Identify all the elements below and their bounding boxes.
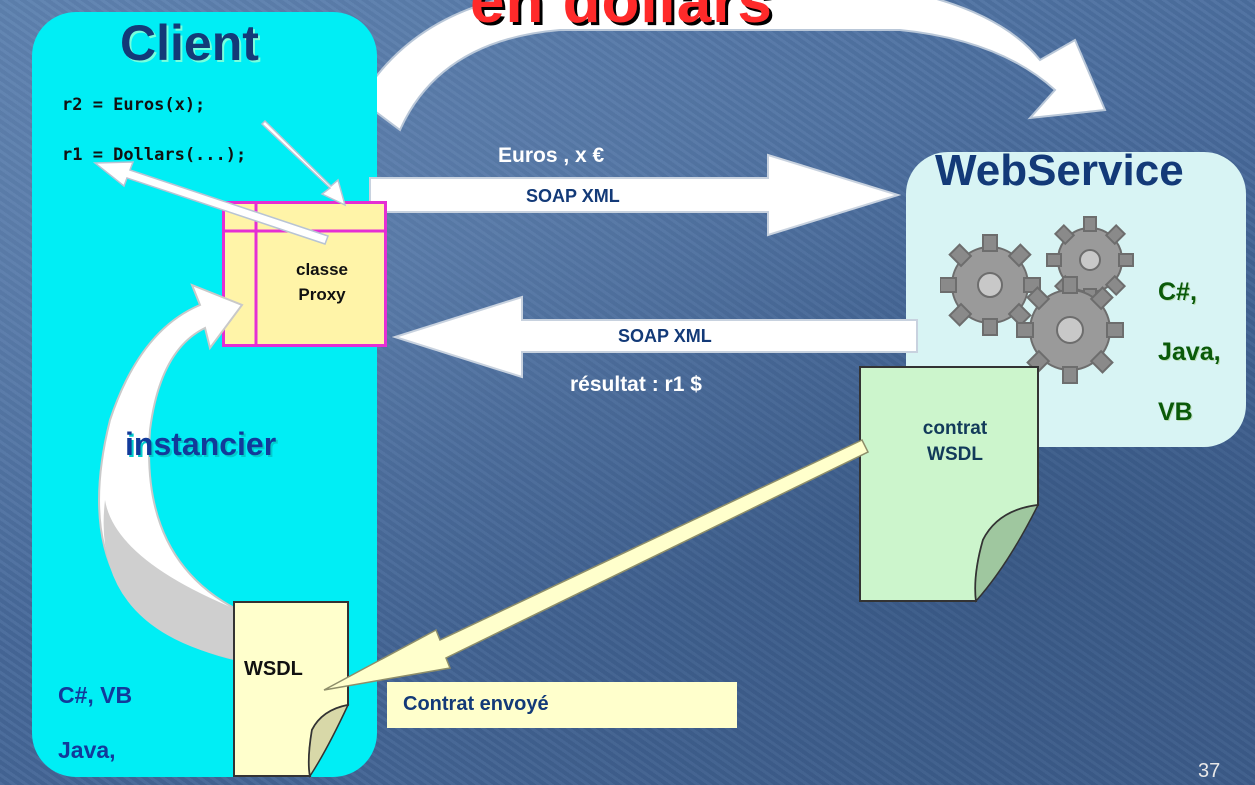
request-arrow bbox=[369, 153, 902, 237]
proxy-class-box bbox=[222, 201, 387, 347]
page-number: 37 bbox=[1198, 760, 1221, 782]
proxy-label-line1: classe bbox=[296, 260, 348, 279]
proxy-label: classe Proxy bbox=[256, 258, 388, 307]
ws-contract-line1: contrat bbox=[922, 418, 988, 439]
ws-lang-vb: VB bbox=[1158, 398, 1193, 426]
code-line-euros: r2 = Euros(x); bbox=[62, 95, 206, 115]
client-wsdl-document bbox=[233, 601, 350, 778]
response-arrow bbox=[392, 295, 918, 379]
instancier-label: instancier bbox=[125, 426, 277, 462]
client-wsdl-label: WSDL bbox=[244, 658, 303, 680]
ws-contract-line2: WSDL bbox=[927, 443, 983, 465]
response-protocol: SOAP XML bbox=[618, 326, 712, 346]
ws-lang-java: Java, bbox=[1158, 338, 1221, 366]
client-title: Client bbox=[120, 15, 259, 71]
proxy-label-line2: Proxy bbox=[298, 284, 346, 304]
client-lang-csharp-vb: C#, VB bbox=[58, 682, 133, 708]
request-label: Euros , x € bbox=[498, 144, 605, 167]
contract-sent-box bbox=[387, 682, 737, 728]
slide-title-fragment: en dollars bbox=[470, 0, 773, 36]
response-label: résultat : r1 $ bbox=[570, 373, 702, 396]
code-line-dollars: r1 = Dollars(...); bbox=[62, 145, 247, 165]
ws-contract-document bbox=[859, 366, 1040, 603]
ws-lang-csharp: C#, bbox=[1158, 278, 1197, 306]
ws-contract-label: contrat WSDL bbox=[895, 416, 1015, 467]
client-lang-java: Java, bbox=[58, 737, 116, 763]
request-protocol: SOAP XML bbox=[526, 186, 620, 206]
webservice-title: WebService bbox=[935, 146, 1184, 195]
contract-sent-label: Contrat envoyé bbox=[403, 693, 549, 715]
gears-icon bbox=[940, 216, 1134, 384]
